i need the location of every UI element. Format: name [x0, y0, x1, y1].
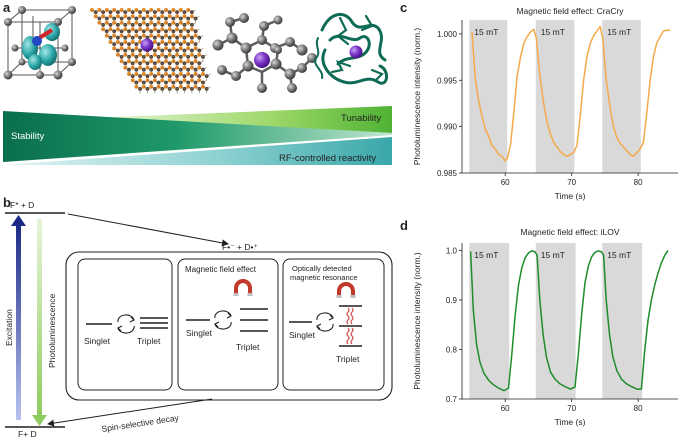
- ground-state-label: F+ D: [18, 429, 37, 437]
- x-tick-label: 60: [501, 178, 510, 187]
- crystal-lattice-icon: [3, 6, 76, 80]
- field-label: 15 mT: [607, 27, 631, 37]
- box1-triplet-label: Triplet: [137, 336, 161, 346]
- box3-singlet-label: Singlet: [289, 330, 316, 340]
- radical-pair-box: [65, 251, 393, 401]
- field-label: 15 mT: [541, 250, 565, 260]
- y-tick-label: 0.995: [437, 76, 458, 85]
- y-tick-label: 0.8: [446, 345, 458, 354]
- magnet-icon: [336, 282, 356, 298]
- stability-band: [3, 111, 392, 162]
- box1-singlet-label: Singlet: [84, 336, 111, 346]
- field-on-region: [469, 243, 510, 399]
- excitation-label: Excitation: [4, 309, 14, 346]
- y-tick-label: 0.990: [437, 123, 458, 132]
- box3-title-line1: Optically detected: [292, 264, 352, 273]
- protein-structure-icon: [314, 13, 388, 85]
- photoluminescence-label: Photoluminescence: [47, 294, 57, 368]
- panel-letter-d: d: [400, 218, 408, 233]
- panel-letter-b: b: [3, 195, 11, 210]
- rf-reactivity-band: [3, 137, 392, 165]
- tunability-band: [90, 106, 392, 133]
- y-tick-label: 0.985: [437, 169, 458, 178]
- field-on-region: [535, 20, 575, 173]
- series-line: [469, 249, 669, 392]
- magnet-icon: [233, 279, 253, 296]
- panel-b-diagram: F* + D F+ D Excitation Photoluminescence…: [4, 200, 393, 437]
- molecule-icon: [212, 13, 317, 93]
- x-axis-label: Time (s): [555, 417, 586, 427]
- property-bands: [3, 106, 392, 165]
- x-tick-label: 70: [567, 404, 576, 413]
- hexagonal-lattice-icon: [90, 8, 211, 94]
- spin-states-box: [77, 258, 173, 391]
- y-axis-label: Photoluminescence intensity (norm.): [412, 252, 422, 390]
- rf-reactivity-label: RF-controlled reactivity: [279, 153, 376, 164]
- x-tick-label: 60: [501, 404, 510, 413]
- spin-decay-arrow: [47, 398, 213, 427]
- chart-title: Magnetic field effect: iLOV: [520, 227, 619, 237]
- y-tick-label: 0.9: [446, 296, 458, 305]
- interconversion-icon: [117, 314, 135, 334]
- interconversion-icon: [214, 310, 232, 330]
- panel-letter-a: a: [3, 0, 11, 15]
- box3-triplet-label: Triplet: [336, 354, 360, 364]
- electron-transfer-arrow: [67, 213, 229, 247]
- odmr-box: [282, 258, 385, 391]
- y-axis-label: Photoluminescence intensity (norm.): [412, 28, 422, 166]
- x-axis-label: Time (s): [555, 191, 586, 201]
- photoluminescence-arrow: [37, 219, 42, 417]
- field-on-region: [469, 20, 508, 173]
- radical-pair-label: F•⁻ + D•⁺: [222, 242, 258, 252]
- x-tick-label: 80: [634, 404, 643, 413]
- panel-a-illustration: Stability Tunability RF-controlled react…: [3, 6, 392, 165]
- y-tick-label: 0.7: [446, 395, 458, 404]
- x-tick-label: 70: [567, 178, 576, 187]
- field-label: 15 mT: [474, 27, 498, 37]
- interconversion-icon: [316, 312, 334, 332]
- chart-d: Magnetic field effect: iLOV 15 mT 15 mT 15 …: [412, 227, 678, 427]
- box3-title-line2: magnetic resonance: [290, 273, 358, 282]
- x-tick-label: 80: [634, 178, 643, 187]
- magnetic-field-effect-box: [177, 258, 279, 391]
- field-label: 15 mT: [607, 250, 631, 260]
- field-label: 15 mT: [541, 27, 565, 37]
- spin-decay-label: Spin-selective decay: [101, 412, 180, 434]
- rf-wave-icon: [346, 307, 354, 345]
- excited-state-label: F* + D: [10, 200, 34, 210]
- field-label: 15 mT: [474, 250, 498, 260]
- box2-triplet-label: Triplet: [236, 342, 260, 352]
- y-tick-label: 1.000: [437, 30, 458, 39]
- panel-letter-c: c: [400, 0, 408, 15]
- chart-c: Magnetic field effect: CraCry 15 mT 15 mT 1…: [412, 6, 678, 201]
- series-line: [471, 25, 670, 162]
- box2-singlet-label: Singlet: [186, 328, 213, 338]
- tunability-label: Tunability: [341, 113, 382, 124]
- excitation-arrow: [16, 224, 21, 420]
- y-tick-label: 1.0: [446, 246, 458, 255]
- stability-label: Stability: [11, 131, 45, 142]
- chart-title: Magnetic field effect: CraCry: [516, 6, 624, 16]
- box2-title: Magnetic field effect: [185, 265, 257, 274]
